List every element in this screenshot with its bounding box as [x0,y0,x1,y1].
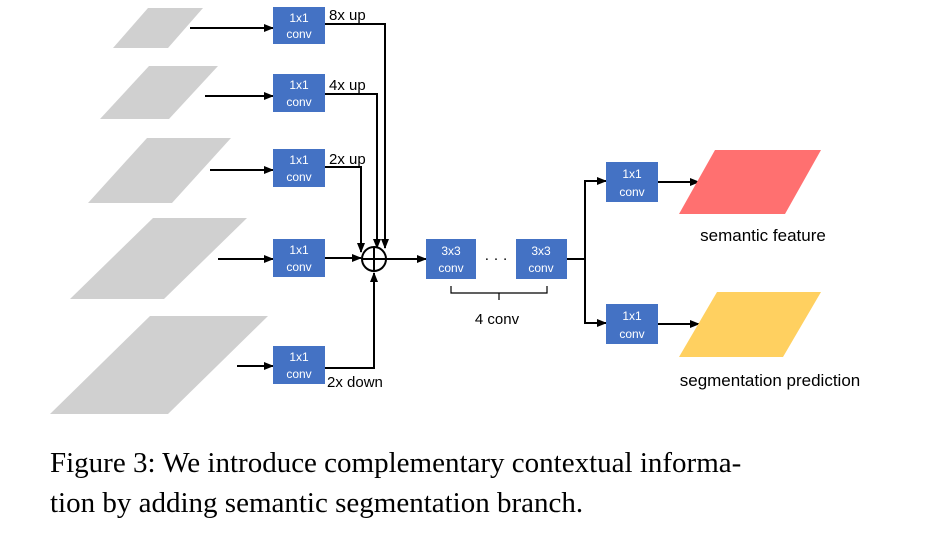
label-4-conv: 4 conv [475,311,520,328]
feature-map-2 [100,66,218,119]
conv-label-top: 1x1 [289,243,309,257]
semantic-feature-map [679,150,821,214]
caption-line-2: tion by adding semantic segmentation bra… [50,487,584,519]
conv-1x1-e: 1x1 conv [273,346,325,384]
conv-label-bottom: conv [438,261,463,275]
conv-label-top: 1x1 [289,11,309,25]
conv-label-bottom: conv [619,327,644,341]
conv-3x3-last: 3x3 conv [516,239,567,279]
label-segmentation-prediction: segmentation prediction [680,371,861,390]
conv-1x1-d: 1x1 conv [273,239,325,277]
conv-label-top: 1x1 [289,78,309,92]
architecture-diagram: 1x1 conv 1x1 conv 1x1 conv 1x1 conv 1x1 … [50,7,861,414]
conv-label-bottom: conv [286,170,311,184]
conv-label-top: 1x1 [622,167,642,181]
conv-3x3-first: 3x3 conv [426,239,476,279]
label-semantic-feature: semantic feature [700,226,826,245]
conv-label-bottom: conv [286,95,311,109]
segmentation-prediction-map [679,292,821,357]
feature-map-1 [113,8,203,48]
conv-1x1-b: 1x1 conv [273,74,325,112]
conv-1x1-a: 1x1 conv [273,7,325,44]
figure-caption: Figure 3: We introduce complementary con… [50,443,910,523]
conv-label-bottom: conv [528,261,553,275]
feature-map-4 [70,218,247,299]
label-8x-up: 8x up [329,7,366,24]
feature-map-5 [50,316,268,414]
ellipsis: · · · [484,250,507,267]
conv-label-top: 1x1 [289,350,309,364]
conv-label-bottom: conv [286,260,311,274]
conv-label-top: 1x1 [289,153,309,167]
label-4x-up: 4x up [329,77,366,94]
conv-label-top: 1x1 [622,309,642,323]
conv-label-bottom: conv [286,367,311,381]
feature-map-3 [88,138,231,203]
conv-1x1-semantic: 1x1 conv [606,162,658,202]
conv-label-bottom: conv [619,185,644,199]
input-arrows [190,24,274,370]
conv-label-top: 3x3 [441,244,461,258]
caption-line-1: Figure 3: We introduce complementary con… [50,447,742,479]
feature-pyramid [50,8,268,414]
branch-paths [567,177,700,328]
conv-label-top: 3x3 [531,244,551,258]
four-conv-bracket [450,286,548,300]
label-2x-up: 2x up [329,151,366,168]
sum-node [361,246,387,272]
label-2x-down: 2x down [327,374,383,391]
conv-label-bottom: conv [286,27,311,41]
merge-paths [325,23,389,369]
conv-1x1-segmentation: 1x1 conv [606,304,658,344]
conv-1x1-c: 1x1 conv [273,149,325,187]
